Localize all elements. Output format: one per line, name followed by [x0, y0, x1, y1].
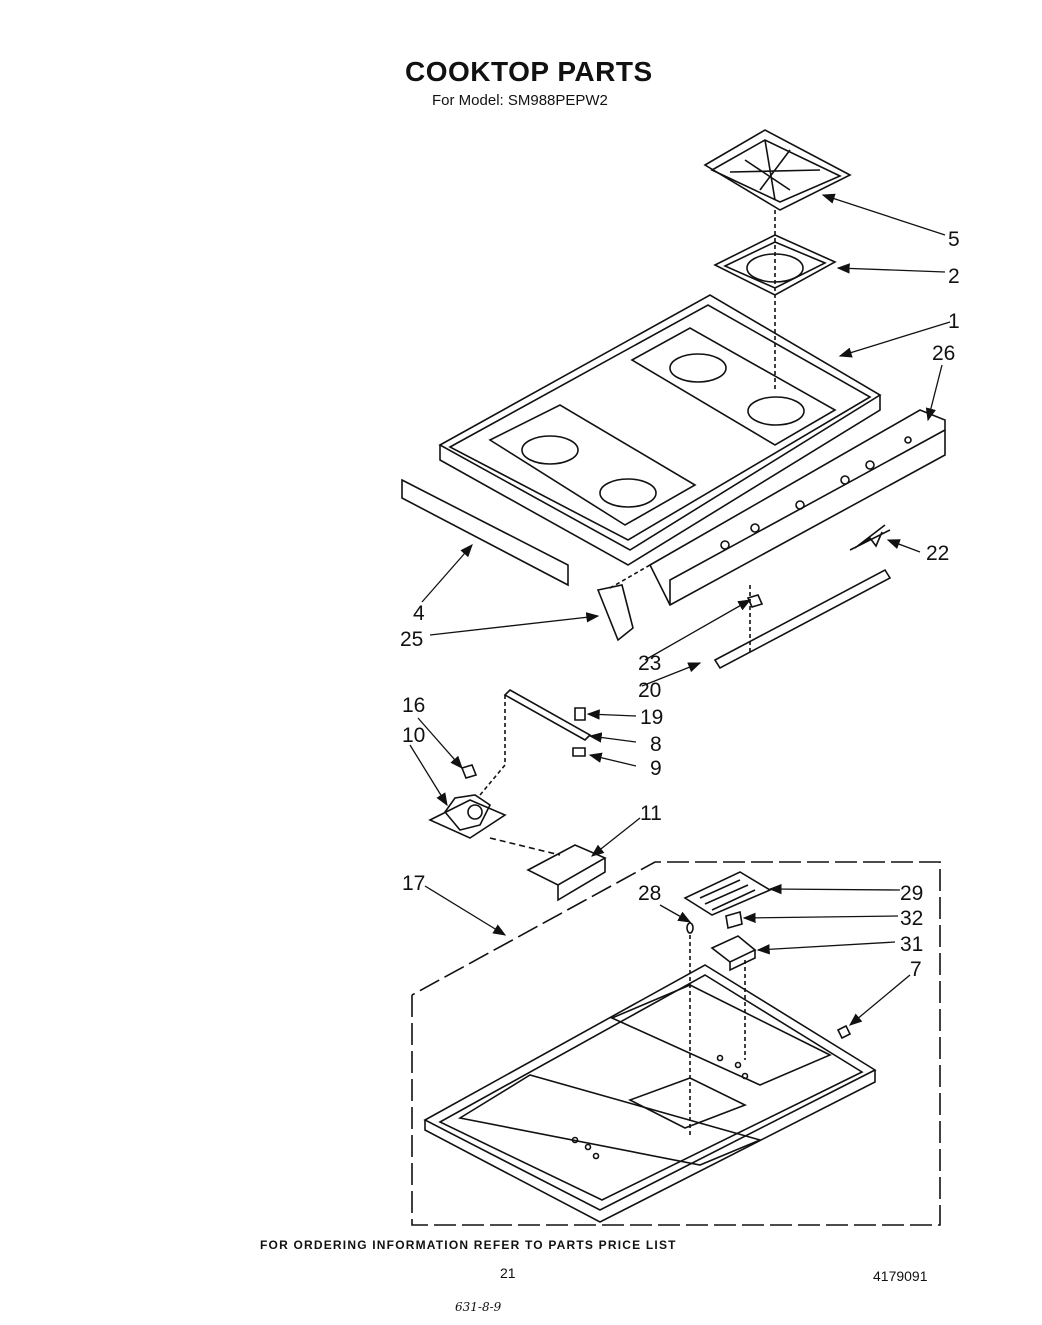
clip-16-part: [460, 764, 478, 779]
end-cap-part: [596, 584, 634, 642]
grate-part: [703, 129, 852, 211]
valve-part: [428, 794, 507, 839]
ordering-note: FOR ORDERING INFORMATION REFER TO PARTS …: [260, 1238, 677, 1252]
burner-box-outline: [411, 861, 941, 1226]
callout-labels: 5 2 1 26 22 4 25 23 20 16 19 10 8 9 11 1…: [400, 228, 960, 981]
callout-10: 10: [402, 724, 425, 747]
callout-7: 7: [910, 958, 922, 981]
callout-19: 19: [640, 706, 663, 729]
clip-32-part: [725, 910, 743, 930]
callout-26: 26: [932, 342, 955, 365]
model-subtitle: For Model: SM988PEPW2: [432, 92, 608, 109]
cooktop-part: [438, 294, 882, 566]
trim-strip-part: [401, 478, 569, 587]
document-number: 4179091: [873, 1268, 928, 1284]
callout-20: 20: [638, 679, 661, 702]
handwritten-note: 631-8-9: [455, 1300, 502, 1314]
callout-8: 8: [650, 733, 662, 756]
burner-ring-part: [713, 234, 837, 296]
page-number: 21: [500, 1265, 516, 1281]
callout-4: 4: [413, 602, 425, 625]
callout-17: 17: [402, 872, 425, 895]
callout-23: 23: [638, 652, 661, 675]
callout-31: 31: [900, 933, 923, 956]
callout-16: 16: [402, 694, 425, 717]
bracket-part: [713, 568, 892, 670]
callout-29: 29: [900, 882, 923, 905]
callout-9: 9: [650, 757, 662, 780]
page-title: COOKTOP PARTS: [405, 56, 653, 87]
callout-25: 25: [400, 628, 423, 651]
screw-7-part: [836, 1024, 852, 1040]
burner-box-part: [423, 964, 877, 1223]
bracket-11-part: [526, 844, 607, 902]
bracket-31-part: [710, 935, 757, 972]
callout-2: 2: [948, 265, 960, 288]
callout-1: 1: [948, 310, 960, 333]
callout-5: 5: [948, 228, 960, 251]
spring-part: [849, 524, 891, 551]
screw-28-part: [686, 922, 694, 934]
control-rod-part: [503, 689, 592, 741]
clip-part: [746, 594, 764, 608]
callout-11: 11: [640, 802, 662, 825]
callout-22: 22: [926, 542, 949, 565]
callout-32: 32: [900, 907, 923, 930]
manifold-panel-part: [648, 409, 946, 607]
callout-28: 28: [638, 882, 661, 905]
